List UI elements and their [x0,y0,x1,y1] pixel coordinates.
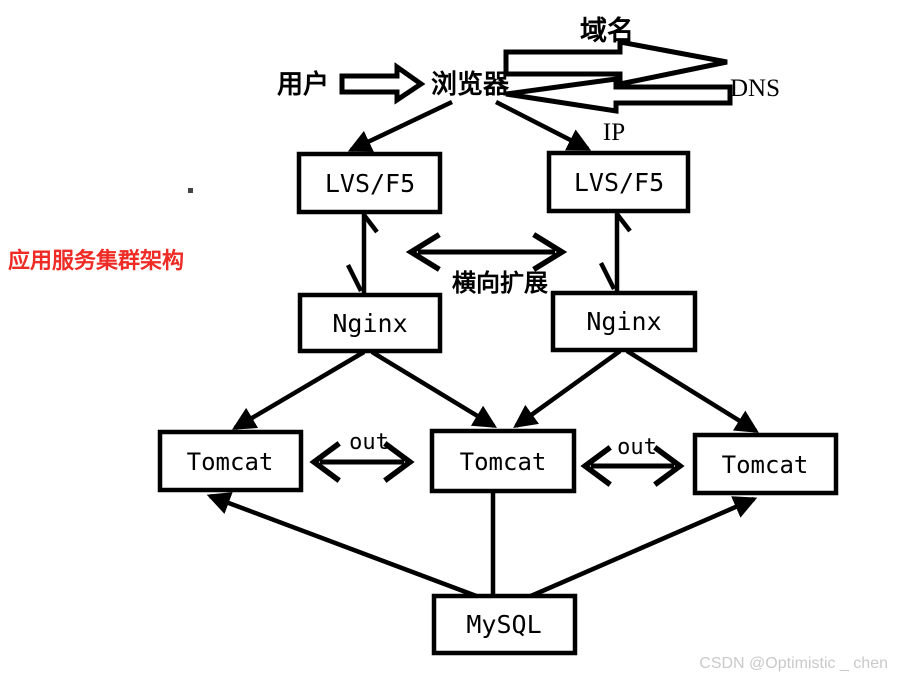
ip-label: IP [603,119,625,146]
browser-to-dns-block-arrow [503,38,728,88]
tomcat-center-box [429,428,577,494]
browser-to-lvs-left-arrow [347,99,453,153]
lvs-left-box [296,151,443,215]
scale-label: 横向扩展 [452,269,548,297]
watermark: CSDN @Optimistic _ chen [699,655,888,672]
dns-to-browser-block-arrow [505,76,733,114]
tomcat-left-box [157,429,304,493]
nginx-right-to-tomcat-center-arrow [513,349,622,429]
mysql-label: MySQL [466,610,541,639]
nginx-left-box [297,292,443,354]
out-left-label: out [349,430,389,455]
tomcat-center-right-right-head [653,445,685,487]
tomcat-left-center-right-head [383,441,415,483]
lvs-left-connector-top-barb [362,213,379,234]
tomcat-right-box [692,432,839,496]
tomcat-center-label: Tomcat [460,448,547,476]
dns-label: DNS [730,75,780,102]
tomcat-right-label: Tomcat [722,451,809,479]
tomcat-center-right-left-head [580,445,612,487]
mysql-box [431,593,578,656]
lvs-right-connector-top-barb [615,212,632,233]
diagram-title: 应用服务集群架构 [8,248,184,273]
nginx-left-to-tomcat-center-arrow [370,350,498,428]
lvs-right-box [546,150,691,214]
mysql-to-tomcat-left-arrow [206,492,480,600]
nginx-left-label: Nginx [332,309,407,338]
browser-label: 浏览器 [431,70,510,99]
tomcat-left-label: Tomcat [187,448,274,476]
domain-label: 域名 [580,15,634,46]
mysql-to-tomcat-right-arrow [523,496,758,602]
nginx-right-label: Nginx [586,307,661,336]
lvs-right-label: LVS/F5 [574,168,664,197]
browser-to-lvs-right-arrow [494,99,592,152]
nginx-right-box [550,290,698,353]
nginx-right-to-tomcat-right-arrow [625,349,759,433]
lvs-left-connector-bottom-barb [345,263,364,293]
tomcat-left-center-left-head [309,441,341,483]
lvs-left-label: LVS/F5 [325,169,415,198]
stray-dot [188,188,193,193]
scale-double-arrow-left-head [405,232,441,272]
user-label: 用户 [277,69,329,99]
out-right-label: out [617,435,657,460]
lvs-right-connector-bottom-barb [598,261,617,291]
nginx-left-to-tomcat-left-arrow [231,350,366,430]
user-to-browser-block-arrow [339,62,426,105]
scale-double-arrow-right-head [532,232,568,272]
